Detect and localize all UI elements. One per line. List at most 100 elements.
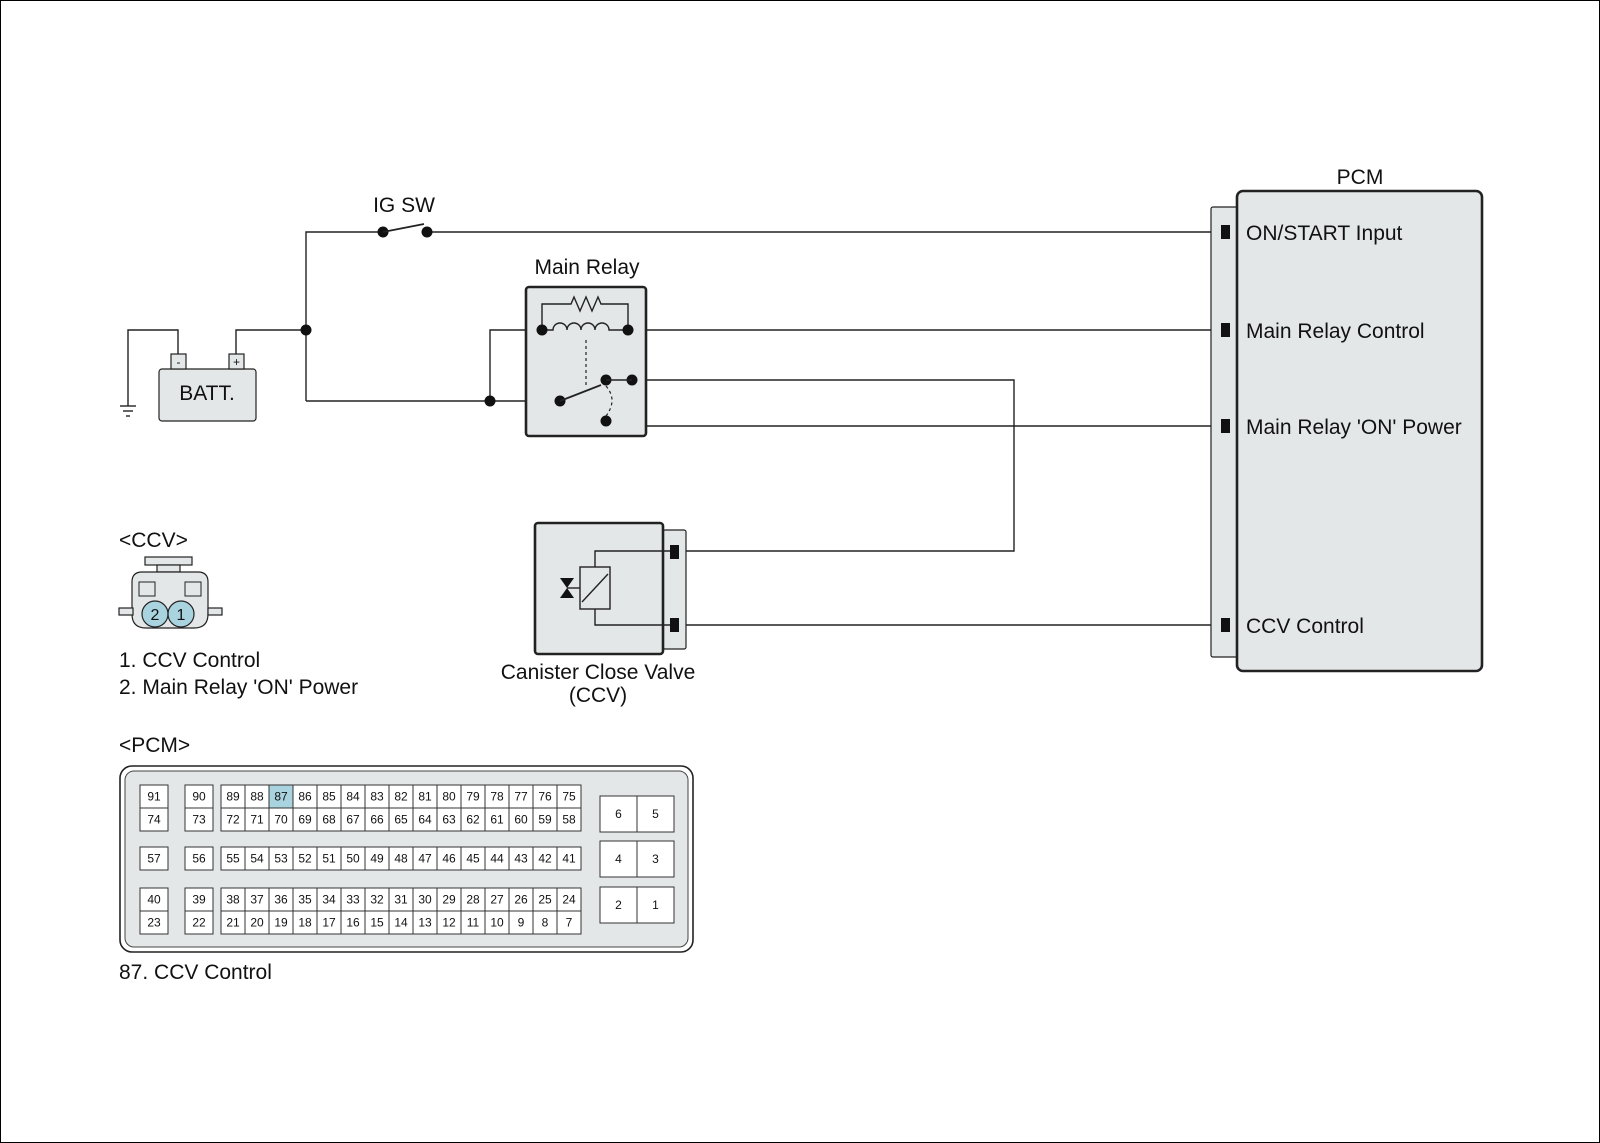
pcm-pin-number: 84 [346,790,360,804]
pcm-connector-title: <PCM> [119,734,190,757]
pcm-title: PCM [1337,166,1384,189]
pcm-pin-number: 35 [298,893,312,907]
pcm-pin-cell [636,795,675,833]
pcm-pin-number: 22 [192,916,206,930]
pcm-pin-number: 63 [442,813,456,827]
pcm-pin-number: 74 [147,813,161,827]
pcm-pin-number: 19 [274,916,288,930]
pcm-pin-number: 41 [562,852,576,866]
pcm-pin-number: 47 [418,852,432,866]
pcm-body [1235,189,1484,673]
pcm-pin-number: 67 [346,813,360,827]
pcm-pin-number: 65 [394,813,408,827]
pcm-pin-number: 9 [518,916,525,930]
pcm-pin-number: 32 [370,893,384,907]
ccv-terminal [670,545,679,559]
pcm-pin-number: 81 [418,790,432,804]
pcm-pin-number: 79 [466,790,480,804]
pcm-pin-number: 16 [346,916,360,930]
pcm-pin-number: 75 [562,790,576,804]
pcm-pin-number: 71 [250,813,264,827]
pcm-pin-number: 44 [490,852,504,866]
pcm-pin-number: 89 [226,790,240,804]
pcm-pin-number: 46 [442,852,456,866]
pcm-pin-cell [184,910,214,935]
valve-icon [560,578,574,588]
pcm-pin-number: 39 [192,893,206,907]
pcm-pin-number: 72 [226,813,240,827]
ccv-legend-2: 2. Main Relay 'ON' Power [119,676,358,699]
junction-dot [300,324,312,336]
pcm-pin-number: 88 [250,790,264,804]
ccv-abbrev-label: (CCV) [569,684,627,707]
pcm-pin-number: 29 [442,893,456,907]
pcm-pin-number: 37 [250,893,264,907]
pcm-pin-number: 1 [652,898,659,912]
pcm-pin-number: 8 [542,916,549,930]
pcm-pin-number: 66 [370,813,384,827]
pcm-pin-cell [184,807,214,832]
ig-sw-label: IG SW [373,194,435,217]
pcm-pin-number: 24 [562,893,576,907]
pcm-terminal [1221,323,1230,337]
pcm-pin-number: 56 [192,852,206,866]
pcm-pin-cell [556,807,582,832]
pcm-pin-main-relay-on-power: Main Relay 'ON' Power [1246,416,1462,439]
pcm-pin-number: 57 [147,852,161,866]
pcm-pin-number: 53 [274,852,288,866]
pcm-pin-number: 14 [394,916,408,930]
pcm-pin-number: 15 [370,916,384,930]
pcm-pin-number: 85 [322,790,336,804]
pcm-pin-number: 73 [192,813,206,827]
pcm-pin-number: 54 [250,852,264,866]
pcm-terminal [1221,225,1230,239]
battery-body [158,368,257,422]
pcm-pin-number: 80 [442,790,456,804]
battery-minus-label: - [177,355,181,369]
pcm-pin-number: 59 [538,813,552,827]
pcm-pin-number: 7 [566,916,573,930]
pcm-pin-cell [139,846,169,871]
pcm-pin-number: 58 [562,813,576,827]
pcm-pin-number: 12 [442,916,456,930]
battery-plus-label: + [233,355,240,369]
pcm-pin-number: 10 [490,916,504,930]
pcm-pin-number: 78 [490,790,504,804]
junction-dot [484,395,496,407]
pcm-pin-number: 49 [370,852,384,866]
ccv-pin-1 [167,600,195,628]
pcm-pin-number: 68 [322,813,336,827]
battery-label: BATT. [179,382,235,405]
pcm-pin-number: 26 [514,893,528,907]
ccv-name-label: Canister Close Valve [501,661,696,684]
pcm-pin-number: 3 [652,852,659,866]
ccv-connector-latch [144,556,193,566]
pcm-pin-number: 21 [226,916,240,930]
pcm-pin-number: 38 [226,893,240,907]
pcm-pin-on-start-input: ON/START Input [1246,222,1403,245]
pcm-pin-number: 48 [394,852,408,866]
pcm-terminal [1221,618,1230,632]
pcm-pin-number: 30 [418,893,432,907]
pcm-pin-number: 4 [615,852,622,866]
pcm-pin-number: 23 [147,916,161,930]
pcm-pin-cell [636,840,675,878]
pcm-pin-cell [139,910,169,935]
pcm-terminal [1221,419,1230,433]
pcm-pin-number: 28 [466,893,480,907]
pcm-pin-number: 52 [298,852,312,866]
pcm-pin-number: 77 [514,790,528,804]
pcm-pin-number: 82 [394,790,408,804]
pcm-pin-cell [599,886,638,924]
main-relay-label: Main Relay [534,256,640,279]
pcm-pin-number: 64 [418,813,432,827]
ccv-body [533,521,665,656]
pcm-pin-number: 42 [538,852,552,866]
pcm-pin-number: 61 [490,813,504,827]
pcm-pin-number: 33 [346,893,360,907]
pcm-pin-number: 5 [652,807,659,821]
ccv-connector-view: <CCV> 2 1 1. CCV Control 2. Main Relay '… [118,529,358,699]
pcm-pin-number: 70 [274,813,288,827]
ccv-pin-2-label: 2 [151,607,160,624]
